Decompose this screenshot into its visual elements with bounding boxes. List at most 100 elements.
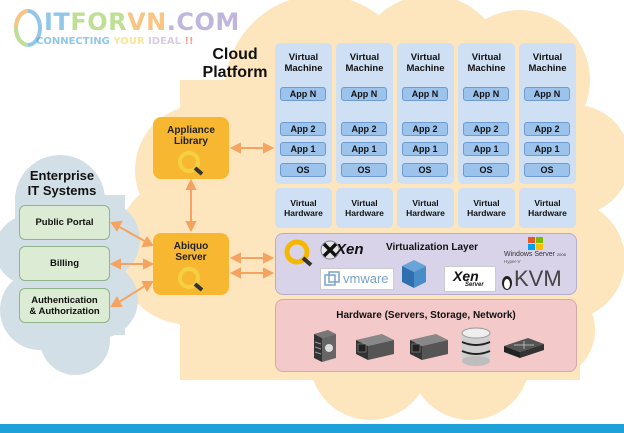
- abiquo-q-logo-icon: [284, 239, 313, 267]
- rack-server-icon: [356, 334, 394, 360]
- vm-title-line2: Machine: [467, 63, 506, 74]
- network-switch-icon: [504, 338, 544, 358]
- virtual-hardware-line2: Hardware: [528, 208, 567, 218]
- virtual-hardware-line1: Virtual: [351, 197, 378, 208]
- enterprise-title-line2: IT Systems: [27, 183, 97, 198]
- app-1-chip: App 1: [402, 142, 448, 156]
- virtual-hardware-line1: Virtual: [290, 197, 317, 208]
- system-label: Public Portal: [35, 217, 94, 228]
- watermark-brand: ITFORVN.COM: [44, 8, 240, 36]
- watermark-brand-part: FOR: [70, 8, 128, 36]
- vm-title-line1: Virtual: [288, 52, 319, 63]
- windows-server-hyperv-logo: Windows Server 2008 Hyper-V: [504, 237, 576, 267]
- system-label: Authentication: [31, 294, 98, 306]
- xenserver-logo-subtext: Server: [465, 282, 484, 288]
- vmware-boxes-icon: [324, 271, 340, 286]
- enterprise-title: Enterprise IT Systems: [22, 168, 102, 198]
- system-label: Billing: [49, 258, 80, 269]
- app-2-chip: App 2: [524, 122, 570, 136]
- app-n-chip: App N: [463, 87, 509, 101]
- vm-title-line2: Machine: [345, 63, 384, 74]
- watermark-tagline-part: !!: [184, 36, 194, 47]
- tux-penguin-icon: [502, 276, 512, 290]
- app-2-chip: App 2: [280, 122, 326, 136]
- enterprise-system-auth: Authentication & Authorization: [19, 288, 110, 323]
- windows-server-text: Windows Server 2008: [504, 251, 566, 258]
- virtual-hardware-line1: Virtual: [473, 197, 500, 208]
- os-chip: OS: [280, 163, 326, 177]
- os-chip: OS: [463, 163, 509, 177]
- storage-database-icon: [461, 327, 491, 366]
- windows-server-year: 2008: [556, 252, 566, 257]
- kvm-logo-text: KVM: [514, 266, 562, 291]
- enterprise-system-public-portal: Public Portal: [19, 205, 110, 240]
- appliance-library-box: Appliance Library: [153, 117, 229, 179]
- vmware-logo-text: vmware: [343, 271, 389, 286]
- virtual-hardware-line2: Hardware: [284, 208, 323, 218]
- cloud-platform-title-line2: Platform: [202, 64, 268, 81]
- xen-x-icon: [320, 240, 340, 260]
- cloud-platform-title-line1: Cloud: [212, 46, 258, 63]
- enterprise-title-line1: Enterprise: [29, 168, 95, 183]
- system-label-line2: & Authorization: [29, 305, 100, 317]
- virtualization-layer: Virtualization Layer Xen vmware Xen Serv…: [275, 233, 577, 295]
- arrow-portal-to-server: [115, 224, 149, 244]
- enterprise-system-billing: Billing: [19, 246, 110, 281]
- watermark-brand-part: VN: [127, 8, 167, 36]
- server-tower-icon: [314, 330, 336, 362]
- virtual-hardware-line2: Hardware: [345, 208, 384, 218]
- os-chip: OS: [341, 163, 387, 177]
- app-n-chip: App N: [280, 87, 326, 101]
- vmware-logo: vmware: [320, 268, 394, 290]
- itforvn-logo-icon: [14, 9, 42, 47]
- connection-arrows: [109, 142, 275, 307]
- xenserver-logo-text: Xen: [453, 268, 479, 284]
- xen-logo-text: Xen: [336, 241, 364, 258]
- cloud-platform-title: Cloud Platform: [200, 46, 270, 82]
- app-2-chip: App 2: [402, 122, 448, 136]
- vm-title-line1: Virtual: [532, 52, 563, 63]
- vm-title-line2: Machine: [284, 63, 323, 74]
- app-n-chip: App N: [524, 87, 570, 101]
- windows-server-name: Windows Server: [504, 251, 555, 258]
- watermark-brand-part: .COM: [166, 8, 240, 36]
- watermark-tagline: CONNECTING YOUR IDEAL !!: [36, 36, 194, 47]
- hyperv-text: Hyper-V: [504, 259, 521, 264]
- app-n-chip: App N: [341, 87, 387, 101]
- os-chip: OS: [402, 163, 448, 177]
- hardware-layer-title: Hardware (Servers, Storage, Network): [336, 310, 516, 321]
- abiquo-q-logo-icon: [178, 267, 204, 292]
- virtual-hardware-line2: Hardware: [406, 208, 445, 218]
- appliance-library-line2: Library: [174, 136, 208, 147]
- watermark-tagline-part: CONNECTING: [36, 36, 114, 47]
- app-2-chip: App 2: [341, 122, 387, 136]
- xenserver-logo: Xen Server: [444, 266, 496, 292]
- vm-title-line1: Virtual: [349, 52, 380, 63]
- hardware-layer: Hardware (Servers, Storage, Network): [275, 299, 577, 372]
- kvm-logo: KVM: [500, 266, 572, 292]
- watermark-tagline-part: YOUR: [113, 36, 149, 47]
- arrow-auth-to-server: [115, 283, 149, 305]
- xen-logo: Xen: [320, 240, 376, 260]
- virtual-hardware-line2: Hardware: [467, 208, 506, 218]
- appliance-library-line1: Appliance: [167, 125, 215, 136]
- vm-title-line2: Machine: [406, 63, 445, 74]
- virtualbox-cube-icon: [402, 260, 426, 288]
- abiquo-server-box: Abiquo Server: [153, 233, 229, 295]
- virtualization-layer-title: Virtualization Layer: [386, 242, 479, 253]
- watermark-brand-part: IT: [44, 8, 71, 36]
- watermark-tagline-part: IDEAL: [148, 36, 185, 47]
